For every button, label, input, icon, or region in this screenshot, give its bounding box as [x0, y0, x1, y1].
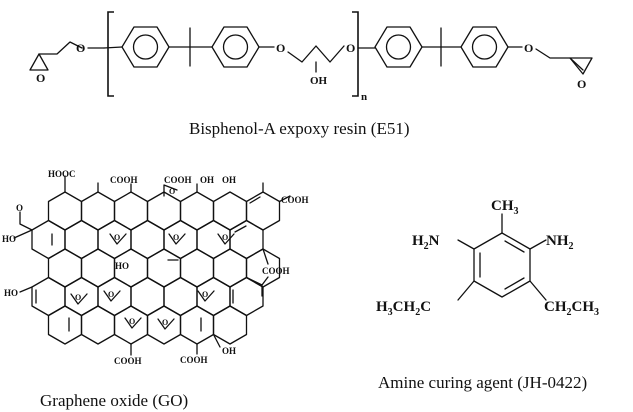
go-label-cooh: COOH: [180, 355, 208, 365]
jh0422-amine-bond-right: [529, 239, 547, 250]
jh0422-ethyl-right-label: CH2CH3: [544, 299, 599, 318]
e51-ether-o-label: O: [346, 41, 355, 55]
go-label-epoxy-o: O: [169, 187, 175, 196]
e51-left-epoxide-o: O: [36, 71, 45, 85]
go-substituent-bonds: [13, 175, 291, 356]
jh0422-amine-left-label: H2N: [412, 233, 440, 252]
jh0422-ethyl-bond-left: [457, 280, 475, 301]
go-label-o: O: [16, 203, 23, 213]
go-label-epoxy-o: O: [222, 233, 228, 242]
go-double-bonds: [35, 196, 261, 332]
go-label-cooh: COOH: [164, 175, 192, 185]
e51-left-o-label: O: [76, 41, 85, 55]
e51-hydroxyl-label: OH: [310, 75, 328, 87]
e51-left-chain: [38, 41, 83, 55]
e51-ether-o-label: O: [276, 41, 285, 55]
jh0422-ethyl-left-label: H3CH2C: [376, 299, 431, 318]
go-label-ho: HO: [2, 234, 16, 244]
e51-bracket-right: [352, 11, 359, 97]
go-label-oh: OH: [222, 346, 236, 356]
go-label-ho: HO: [115, 261, 129, 271]
jh0422-amine-bond-left: [457, 239, 475, 250]
e51-right-epoxide-o: O: [577, 77, 586, 91]
e51-right-epoxide: [569, 57, 593, 75]
go-structure: HOOC COOH COOH OH OH COOH O HO COOH HO H…: [2, 169, 309, 366]
go-label-cooh: COOH: [262, 266, 290, 276]
go-label-epoxy-o: O: [162, 318, 168, 327]
e51-right-o-label: O: [524, 41, 533, 55]
e51-benzene-ring: [374, 26, 423, 68]
go-label-epoxy-o: O: [173, 233, 179, 242]
go-label-epoxy-o: O: [202, 290, 208, 299]
go-label-oh: OH: [200, 175, 214, 185]
go-label-ho: HO: [4, 288, 18, 298]
go-label-epoxy-o: O: [108, 290, 114, 299]
go-label-epoxy-o: O: [129, 317, 135, 326]
go-label-cooh: COOH: [281, 195, 309, 205]
go-epoxide-bridges: [70, 184, 235, 330]
go-label-oh: OH: [222, 175, 236, 185]
e51-bracket-left: [107, 11, 114, 97]
go-label-cooh: COOH: [110, 175, 138, 185]
e51-left-epoxide: [29, 53, 49, 71]
go-label-epoxy-o: O: [75, 293, 81, 302]
jh0422-methyl-label: CH3: [491, 198, 519, 217]
e51-right-chain: [535, 48, 584, 71]
jh0422-structure: CH3 H2N NH2 H3CH2C CH2CH3: [376, 198, 599, 318]
caption-graphene-oxide: Graphene oxide (GO): [40, 391, 189, 410]
e51-benzene-ring: [211, 26, 260, 68]
e51-structure: O O O OH O n O: [29, 11, 593, 103]
caption-e51: Bisphenol-A expoxy resin (E51): [189, 119, 410, 138]
e51-benzene-ring: [121, 26, 170, 68]
jh0422-amine-right-label: NH2: [546, 233, 574, 252]
e51-repeat-n: n: [361, 91, 367, 103]
jh0422-benzene-ring: [473, 232, 531, 298]
go-lattice: [31, 191, 281, 345]
e51-benzene-ring: [460, 26, 509, 68]
go-label-cooh: COOH: [114, 356, 142, 366]
jh0422-ethyl-bond-right: [529, 280, 547, 301]
caption-amine-curing-agent: Amine curing agent (JH-0422): [378, 373, 588, 392]
go-label-epoxy-o: O: [114, 233, 120, 242]
go-label-hooc: HOOC: [48, 169, 76, 179]
